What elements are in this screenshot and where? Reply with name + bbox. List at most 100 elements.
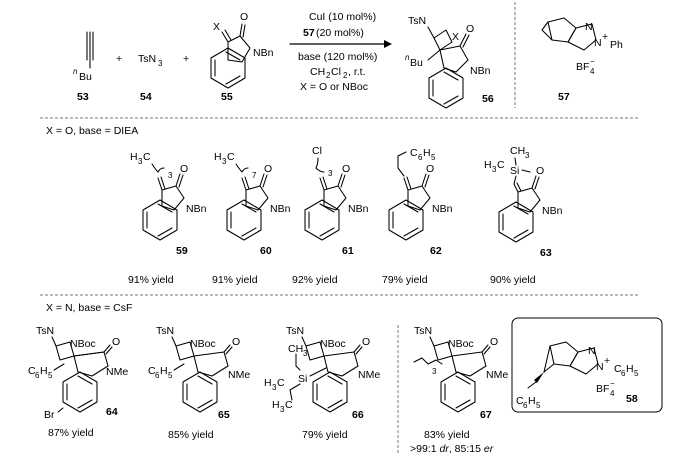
- svg-text:5: 5: [431, 153, 436, 162]
- section2-header: X = N, base = CsF: [46, 302, 132, 314]
- svg-text:N: N: [596, 361, 604, 373]
- svg-text:n: n: [405, 53, 410, 62]
- svg-text:NBoc: NBoc: [448, 338, 474, 350]
- svg-text:C: C: [497, 159, 505, 171]
- svg-text:63: 63: [540, 247, 552, 259]
- svg-text:Bu: Bu: [79, 71, 92, 83]
- svg-text:79% yield: 79% yield: [382, 274, 428, 286]
- svg-text:NBn: NBn: [470, 65, 491, 77]
- svg-text:91% yield: 91% yield: [128, 274, 174, 286]
- svg-text:3: 3: [303, 349, 308, 358]
- svg-text:O: O: [342, 163, 350, 175]
- svg-text:H: H: [40, 365, 48, 377]
- compound-61: Cl 3 O NBn 61 92% yield: [292, 145, 369, 286]
- svg-text:NBoc: NBoc: [190, 338, 216, 350]
- svg-text:(20 mol%): (20 mol%): [316, 27, 364, 39]
- svg-text:NBoc: NBoc: [70, 338, 96, 350]
- svg-text:61: 61: [342, 245, 354, 257]
- svg-text:N: N: [594, 37, 602, 49]
- compound-59: H 3 C 3 O NBn 59 91% yield: [128, 151, 207, 286]
- svg-text:N: N: [585, 21, 593, 33]
- svg-text:CuI (10 mol%): CuI (10 mol%): [309, 11, 376, 23]
- svg-text:3: 3: [492, 165, 497, 174]
- svg-text:H: H: [423, 147, 431, 159]
- svg-text:n: n: [73, 67, 78, 76]
- catalyst-58: N N + C 6 H 5 BF 4 − C 6 H 5 58: [511, 317, 663, 413]
- svg-text:3: 3: [168, 171, 173, 180]
- svg-text:3: 3: [272, 383, 277, 392]
- svg-text:58: 58: [626, 393, 638, 405]
- compound-65: TsN NBoc O NMe C 6 H 5 65 85% yield: [148, 325, 250, 441]
- svg-text:H: H: [484, 159, 492, 171]
- svg-text:87% yield: 87% yield: [48, 427, 94, 439]
- svg-text:TsN: TsN: [138, 53, 156, 65]
- svg-text:−: −: [610, 379, 615, 388]
- svg-text:NBn: NBn: [270, 203, 291, 215]
- svg-text:57: 57: [558, 91, 570, 103]
- svg-text:6: 6: [418, 153, 423, 162]
- svg-text:NMe: NMe: [486, 369, 508, 381]
- svg-text:67: 67: [480, 409, 492, 421]
- svg-text:TsN: TsN: [36, 325, 54, 337]
- compound-60: H 3 C 7 O NBn 60 91% yield: [212, 151, 291, 286]
- reaction-conditions: CuI (10 mol%) 57 (20 mol%) base (120 mol…: [289, 11, 392, 93]
- svg-text:−: −: [590, 57, 595, 66]
- svg-text:59: 59: [176, 245, 188, 257]
- svg-text:NBn: NBn: [348, 203, 369, 215]
- svg-text:C: C: [227, 151, 235, 163]
- svg-text:3: 3: [280, 405, 285, 414]
- catalyst-57: N N + Ph BF 4 − 57: [541, 17, 623, 103]
- svg-text:3: 3: [328, 169, 333, 178]
- svg-text:>99:1 dr, 85:15 er: >99:1 dr, 85:15 er: [410, 443, 494, 455]
- svg-text:5: 5: [634, 369, 639, 378]
- svg-text:O: O: [426, 163, 434, 175]
- svg-text:TsN: TsN: [408, 15, 426, 27]
- svg-text:C: C: [410, 147, 418, 159]
- svg-text:NBn: NBn: [542, 205, 563, 217]
- svg-text:2: 2: [343, 71, 348, 80]
- svg-text:3: 3: [158, 59, 163, 68]
- svg-text:O: O: [112, 336, 120, 348]
- svg-text:H: H: [214, 151, 222, 163]
- svg-text:H: H: [626, 363, 634, 375]
- compound-62: C 6 H 5 O NBn 62 79% yield: [382, 147, 453, 286]
- svg-text:54: 54: [140, 91, 152, 103]
- svg-text:65: 65: [218, 409, 230, 421]
- svg-text:H: H: [130, 151, 138, 163]
- svg-text:NBn: NBn: [253, 47, 274, 59]
- svg-text:+: +: [116, 53, 122, 65]
- svg-text:C: C: [28, 365, 36, 377]
- svg-text:BF: BF: [596, 383, 609, 395]
- svg-text:CH: CH: [510, 145, 525, 157]
- svg-text:Si: Si: [298, 373, 307, 385]
- svg-text:7: 7: [252, 171, 257, 180]
- svg-text:CH: CH: [310, 66, 325, 78]
- product-56: TsN X n Bu O NBn 56: [405, 15, 494, 109]
- svg-text:O: O: [180, 163, 188, 175]
- svg-text:X: X: [452, 31, 459, 43]
- svg-text:3: 3: [525, 151, 530, 160]
- svg-text:56: 56: [482, 93, 494, 105]
- svg-text:C: C: [516, 395, 524, 407]
- svg-text:C: C: [285, 399, 293, 411]
- svg-text:H: H: [272, 399, 280, 411]
- svg-text:+: +: [602, 31, 608, 43]
- reagent-54: TsN 3 54: [138, 53, 163, 103]
- svg-text:5: 5: [536, 401, 541, 410]
- svg-text:90% yield: 90% yield: [490, 274, 536, 286]
- compound-66: TsN NBoc O NMe CH 3 Si H 3 C H 3 C 66 79…: [264, 325, 380, 441]
- svg-text:C: C: [148, 365, 156, 377]
- svg-text:91% yield: 91% yield: [212, 274, 258, 286]
- svg-text:3: 3: [138, 157, 143, 166]
- svg-text:X: X: [213, 21, 220, 33]
- svg-text:Br: Br: [44, 409, 55, 421]
- compound-63: CH 3 H 3 C Si O NBn 63 90% yield: [484, 145, 563, 286]
- svg-text:92% yield: 92% yield: [292, 274, 338, 286]
- compound-67: TsN NBoc O NMe 3 67 83% yield >99:1 dr, …: [410, 325, 508, 455]
- svg-text:base (120 mol%): base (120 mol%): [298, 51, 377, 63]
- svg-text:TsN: TsN: [156, 325, 174, 337]
- reagent-53: n Bu 53: [73, 31, 94, 103]
- svg-text:+: +: [604, 355, 610, 367]
- svg-text:55: 55: [221, 91, 233, 103]
